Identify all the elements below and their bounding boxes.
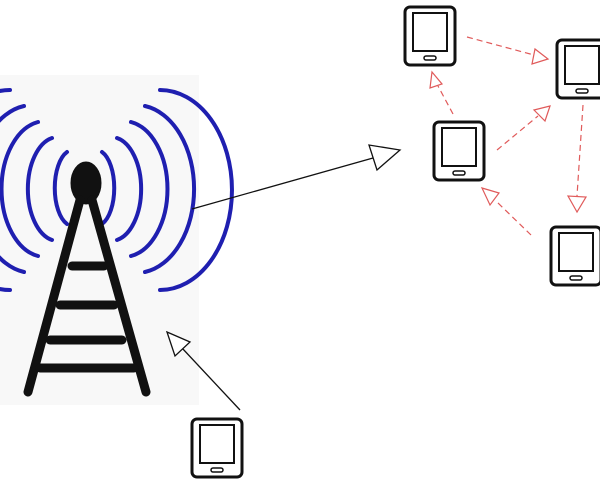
mesh-arrows [429, 36, 588, 236]
smartphone-1 [403, 5, 457, 67]
arrow-phone-4-to-phone-3 [480, 187, 532, 236]
arrow-phone-3-to-phone-1 [429, 70, 454, 115]
radio-wave-right-2 [115, 136, 144, 242]
smartphone-5 [190, 417, 244, 479]
smartphone-icon [549, 225, 600, 287]
tower-leg-right [87, 195, 151, 397]
tower-structure [23, 161, 151, 397]
arrow-phone-1-to-phone-2 [466, 36, 550, 65]
radio-wave-left-4 [0, 104, 26, 274]
radio-wave-right-1 [100, 150, 117, 226]
smartphone-icon [190, 417, 244, 479]
arrow-phone-2-to-phone-4 [566, 104, 588, 214]
smartphone-icon [555, 38, 600, 100]
smartphone-2 [555, 38, 600, 100]
radio-waves [0, 88, 234, 292]
arrow-phone-3-to-phone-2 [496, 105, 551, 151]
uplink-arrows [165, 144, 402, 411]
cell-tower [0, 75, 234, 405]
tower-antenna-tip [70, 161, 102, 205]
radio-wave-right-5 [158, 88, 234, 292]
smartphone-3 [432, 120, 486, 182]
radio-wave-left-3 [0, 120, 40, 258]
radio-wave-left-2 [25, 136, 54, 242]
smartphone-icon [403, 5, 457, 67]
tower-leg-left [23, 195, 85, 397]
radio-wave-right-4 [143, 104, 197, 274]
smartphone-icon [432, 120, 486, 182]
arrow-tower-to-phone-3 [191, 144, 402, 210]
radio-wave-right-3 [129, 120, 170, 258]
smartphone-4 [549, 225, 600, 287]
radio-wave-left-1 [52, 150, 69, 226]
arrow-phone-5-to-tower [165, 330, 241, 411]
